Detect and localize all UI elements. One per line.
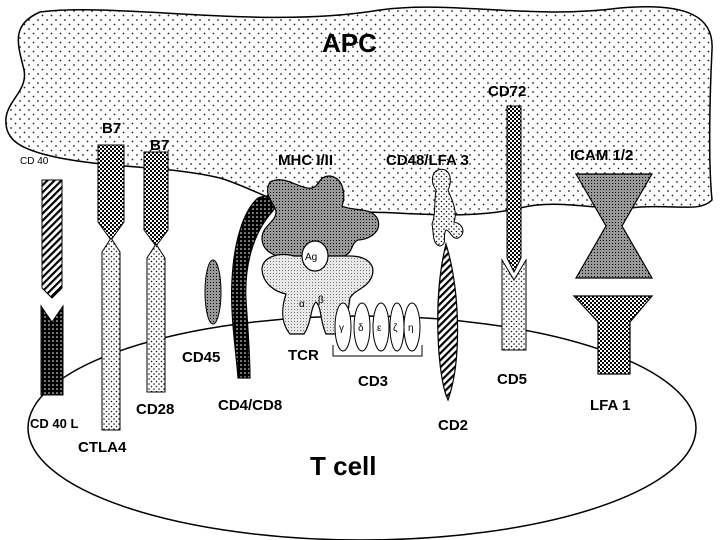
cd5-label: CD5	[497, 371, 527, 388]
b7-first-label: B7	[102, 120, 121, 137]
cd3-epsilon-label: ε	[377, 323, 382, 334]
b7-first-molecule	[97, 144, 125, 241]
ctla4-receptor	[101, 237, 121, 431]
cd3-delta-label: δ	[358, 323, 364, 334]
mhc-molecule	[261, 175, 380, 259]
cd48-lfa3-label: CD48/LFA 3	[386, 152, 469, 169]
cd3-eta-chain	[403, 302, 421, 352]
b7-second-label: B7	[150, 137, 169, 154]
tcr-alpha-label: α	[299, 299, 305, 310]
cd40-label: CD 40	[20, 156, 49, 167]
lfa1-receptor	[572, 295, 654, 375]
lfa1-label: LFA 1	[590, 397, 630, 414]
cd3-label: CD3	[358, 373, 388, 390]
cd40l-label: CD 40 L	[30, 416, 78, 431]
cd40l-ligand	[40, 304, 64, 396]
t-cell-label: T cell	[310, 451, 376, 481]
cd3-epsilon-chain	[372, 302, 390, 352]
apc-label: APC	[322, 28, 377, 58]
b7-second-molecule	[143, 151, 169, 247]
ctla4-label: CTLA4	[78, 439, 127, 456]
cd3-delta-chain	[353, 302, 371, 352]
cd28-label: CD28	[136, 401, 174, 418]
cd3-gamma-chain	[334, 302, 352, 352]
icam-label: ICAM 1/2	[570, 147, 633, 164]
antigen-peptide	[301, 240, 329, 272]
cd5-receptor	[501, 258, 527, 351]
cd4-cd8-coreceptor	[231, 195, 276, 379]
tcr-beta-label: β	[318, 295, 324, 306]
apc-cell-body	[5, 6, 713, 216]
cd45-label: CD45	[182, 349, 220, 366]
cd4-cd8-label: CD4/CD8	[218, 397, 282, 414]
cd48-lfa3-molecule	[431, 168, 464, 247]
cd40-receptor	[41, 179, 63, 299]
cd72-label: CD72	[488, 83, 526, 100]
cd72-molecule	[506, 105, 522, 274]
cd2-receptor	[437, 241, 459, 402]
cd45-molecule	[204, 259, 222, 325]
icam-molecule	[574, 173, 654, 279]
cd28-receptor	[146, 243, 166, 393]
antigen-label: Ag	[305, 252, 317, 263]
cd3-bracket	[332, 345, 423, 357]
cd3-eta-label: η	[408, 323, 414, 334]
tcr-label: TCR	[288, 347, 319, 364]
mhc-label: MHC I/II	[278, 152, 333, 169]
cd3-gamma-label: γ	[339, 323, 344, 334]
cd2-label: CD2	[438, 417, 468, 434]
cd3-zeta-label: ζ	[393, 323, 398, 334]
